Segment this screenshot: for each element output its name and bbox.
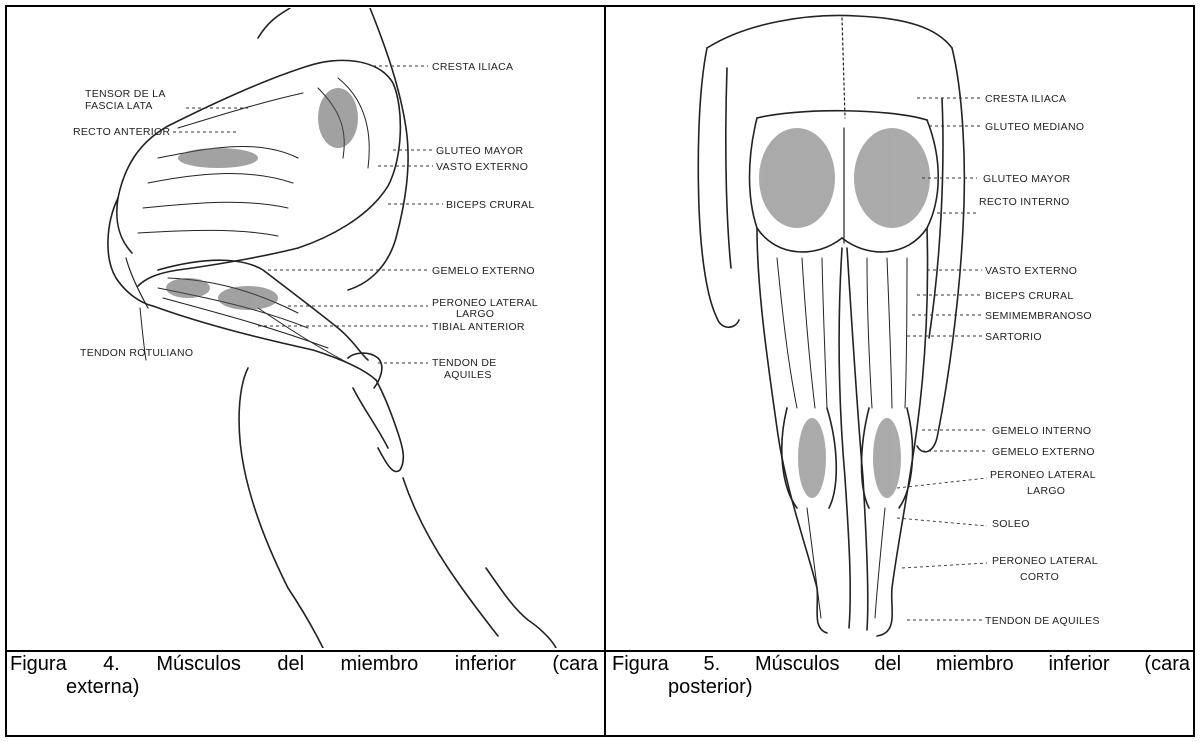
figure-4-caption-line2: externa) bbox=[10, 676, 598, 699]
figure-5-illustration: CRESTA ILIACA GLUTEO MEDIANO GLUTEO MAYO… bbox=[607, 8, 1193, 648]
label-recto-interno: RECTO INTERNO bbox=[979, 196, 1070, 208]
label-biceps-crural: BICEPS CRURAL bbox=[985, 290, 1074, 302]
label-aquiles-line2: AQUILES bbox=[444, 369, 492, 381]
label-gemelo-externo: GEMELO EXTERNO bbox=[992, 446, 1095, 458]
label-vasto-externo: VASTO EXTERNO bbox=[985, 265, 1077, 277]
label-gemelo-interno: GEMELO INTERNO bbox=[992, 425, 1091, 437]
label-peroneo-largo-line1: PERONEO LATERAL bbox=[990, 469, 1096, 481]
label-peroneo-corto-line1: PERONEO LATERAL bbox=[992, 555, 1098, 567]
label-tibial-anterior: TIBIAL ANTERIOR bbox=[432, 321, 525, 333]
figure-4-caption-line1: Figura 4. Músculos del miembro inferior … bbox=[10, 653, 598, 676]
label-tensor-line2: FASCIA LATA bbox=[85, 100, 153, 112]
label-soleo: SOLEO bbox=[992, 518, 1030, 530]
label-cresta-iliaca: CRESTA ILIACA bbox=[985, 93, 1066, 105]
figure-4-illustration: CRESTA ILIACA TENSOR DE LA FASCIA LATA R… bbox=[8, 8, 602, 648]
column-divider bbox=[604, 5, 606, 737]
label-vasto-externo: VASTO EXTERNO bbox=[436, 161, 528, 173]
label-gemelo-externo: GEMELO EXTERNO bbox=[432, 265, 535, 277]
figure-5-caption: Figura 5. Músculos del miembro inferior … bbox=[612, 653, 1190, 699]
label-gluteo-mayor: GLUTEO MAYOR bbox=[436, 145, 524, 157]
label-gluteo-mayor: GLUTEO MAYOR bbox=[983, 173, 1071, 185]
label-cresta-iliaca: CRESTA ILIACA bbox=[432, 61, 513, 73]
label-aquiles-line1: TENDON DE bbox=[432, 357, 497, 369]
figure-5-caption-line2: posterior) bbox=[612, 676, 1190, 699]
label-semimembranoso: SEMIMEMBRANOSO bbox=[985, 310, 1092, 322]
label-tendon-rotuliano: TENDON ROTULIANO bbox=[80, 347, 193, 359]
label-tendon-aquiles: TENDON DE AQUILES bbox=[985, 615, 1100, 627]
label-gluteo-mediano: GLUTEO MEDIANO bbox=[985, 121, 1084, 133]
figure-5-caption-line1: Figura 5. Músculos del miembro inferior … bbox=[612, 653, 1190, 676]
label-tensor-line1: TENSOR DE LA bbox=[85, 88, 166, 100]
label-recto-anterior: RECTO ANTERIOR bbox=[73, 126, 170, 138]
caption-divider bbox=[5, 650, 1195, 652]
figure-4-caption: Figura 4. Músculos del miembro inferior … bbox=[10, 653, 598, 699]
label-sartorio: SARTORIO bbox=[985, 331, 1042, 343]
label-biceps-crural: BICEPS CRURAL bbox=[446, 199, 535, 211]
label-peroneo-corto-line2: CORTO bbox=[1020, 571, 1059, 583]
label-peroneo-largo-line2: LARGO bbox=[1027, 485, 1065, 497]
label-peroneo-line2: LARGO bbox=[456, 308, 494, 320]
